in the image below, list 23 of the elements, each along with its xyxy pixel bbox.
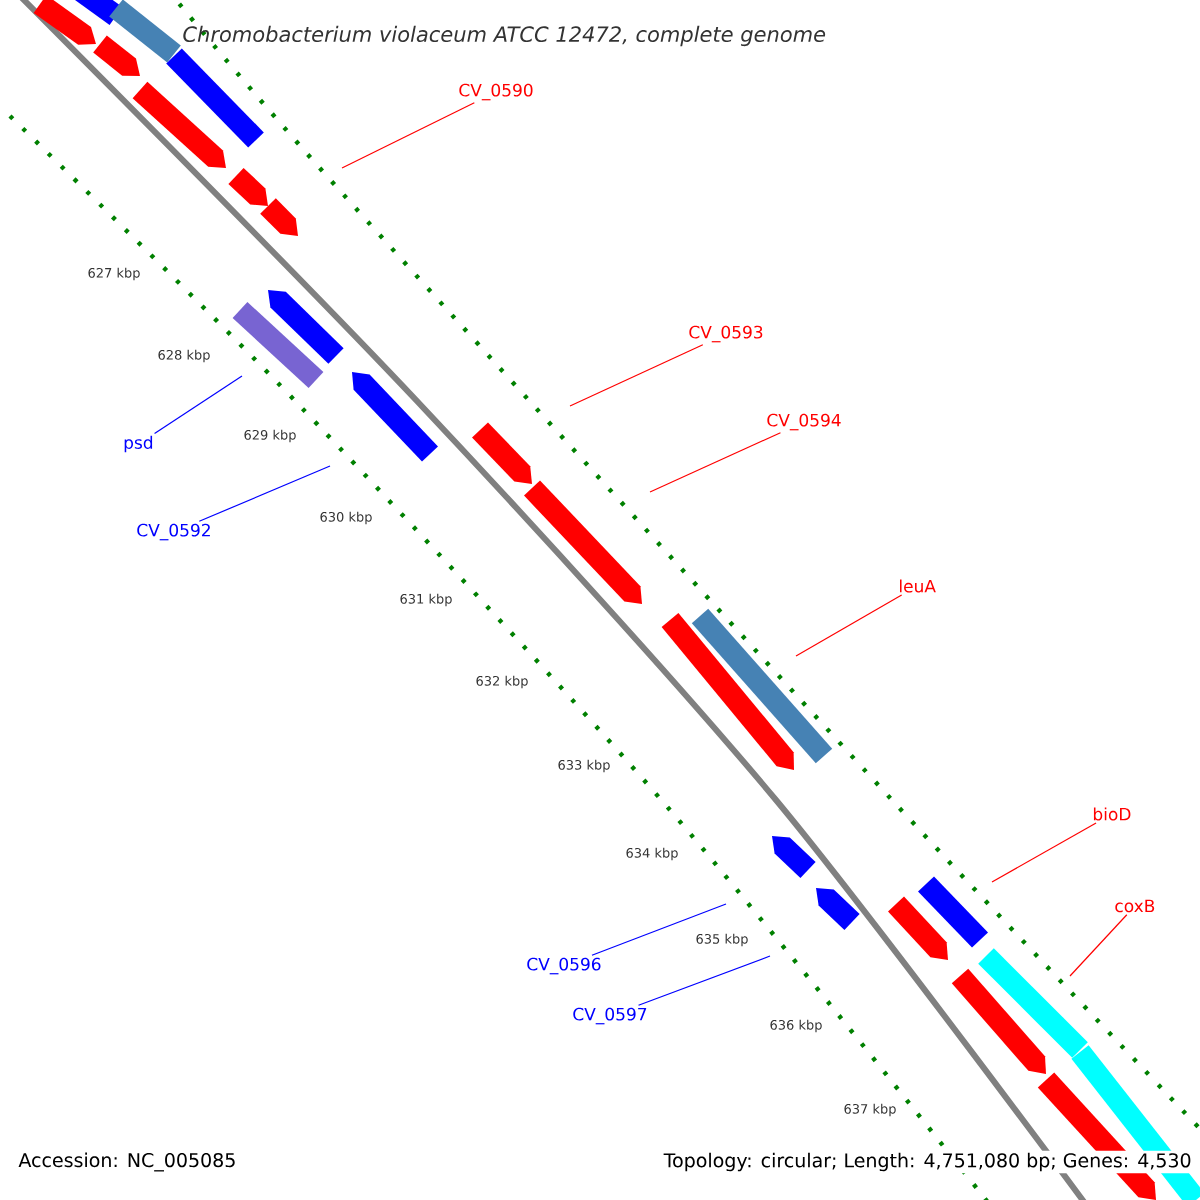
leader-line (991, 822, 1097, 883)
gene-label: bioD (1093, 807, 1131, 821)
genome-info-text: Topology: circular; Length: 4,751,080 bp; Genes: 4,530 (661, 1150, 1194, 1174)
gene-label: CV_0596 (527, 957, 601, 975)
gene-label: coxB (1115, 899, 1155, 913)
leader-line (1069, 914, 1128, 977)
title: Chromobacterium violaceum ATCC 12472, complete genome (183, 25, 826, 47)
accession-text: Accession: NC_005085 (18, 1152, 235, 1172)
leader-line (153, 375, 243, 434)
leader-line (341, 102, 475, 169)
leader-line (569, 344, 704, 407)
gene-label: CV_0590 (459, 83, 533, 101)
gene-label: CV_0597 (573, 1007, 647, 1025)
leader-line (795, 594, 903, 657)
gene-label: CV_0592 (137, 523, 210, 541)
gene-label: CV_0594 (767, 413, 841, 431)
gene-label: leuA (900, 579, 936, 593)
leader-line (649, 432, 782, 493)
leader-line (198, 465, 331, 522)
leader-line (591, 903, 727, 956)
gene-label: psd (124, 435, 153, 453)
leader-line (637, 955, 771, 1006)
gene-label: CV_0593 (689, 325, 763, 343)
